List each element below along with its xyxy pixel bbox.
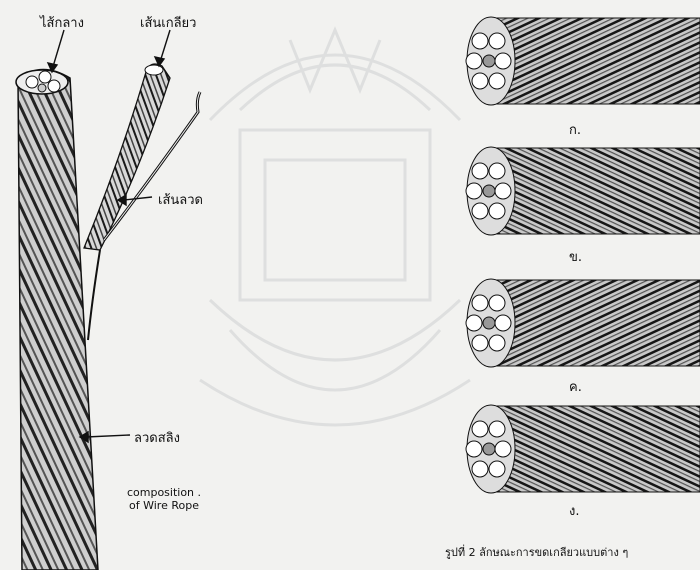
rope-panel-kho <box>466 147 700 235</box>
rope-panel-ka <box>466 17 700 105</box>
rope-panel-ngo <box>466 405 700 493</box>
panel-label-ngo: ง. <box>569 500 579 521</box>
label-steel-wire: ลวดสลิง <box>134 427 180 448</box>
composition-caption-line1: composition . <box>104 486 224 499</box>
label-core: ไส้กลาง <box>40 12 84 33</box>
rope-panel-kho-khwai <box>466 279 700 367</box>
composition-caption-line2: of Wire Rope <box>104 499 224 512</box>
composition-caption: composition . of Wire Rope <box>104 486 224 512</box>
label-strand: เส้นเกลียว <box>140 12 196 33</box>
label-wire: เส้นลวด <box>158 189 203 210</box>
main-rope <box>16 69 98 570</box>
panel-label-ka: ก. <box>569 119 581 140</box>
panel-label-kho: ข. <box>569 246 582 267</box>
figure-caption: รูปที่ 2 ลักษณะการขดเกลียวแบบต่าง ๆ <box>445 543 628 561</box>
panel-label-kho-khwai: ค. <box>569 376 582 397</box>
